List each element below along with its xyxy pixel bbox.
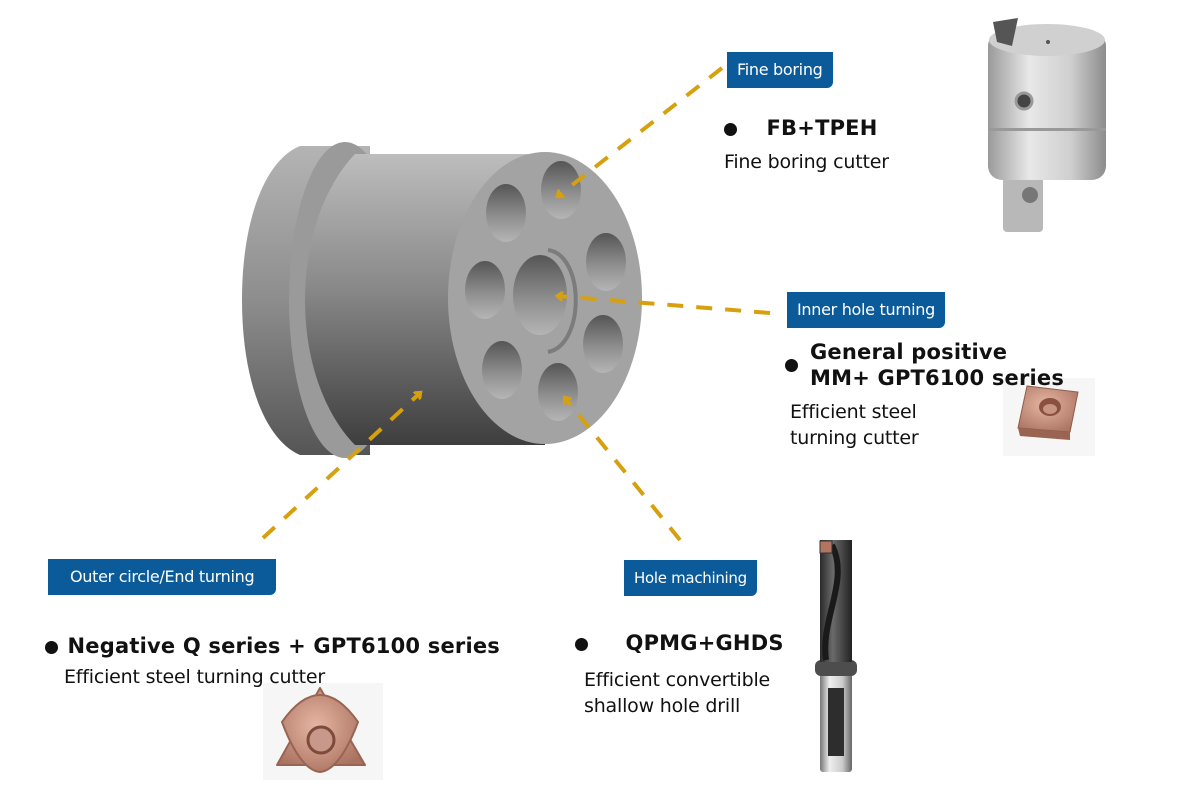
- square-insert-icon: [1003, 378, 1095, 456]
- product-fine-boring: FB+TPEH: [724, 116, 878, 140]
- arrow-outer-circle: [261, 393, 420, 540]
- badge-outer-circle-end-turning: Outer circle/End turning: [48, 559, 277, 595]
- product-name: FB+TPEH: [766, 116, 878, 140]
- description-inner-hole-turning: Efficient steel turning cutter: [790, 399, 919, 451]
- product-name: Negative Q series + GPT6100 series: [67, 634, 500, 658]
- trigon-insert-icon: [263, 683, 383, 780]
- callout-arrows: [261, 66, 771, 542]
- bullet-icon: [785, 359, 798, 372]
- product-hole-machining: QPMG+GHDS: [575, 631, 784, 655]
- hole: [586, 233, 626, 291]
- description-hole-machining: Efficient convertible shallow hole drill: [584, 667, 770, 719]
- hole: [482, 341, 522, 399]
- badge-fine-boring: Fine boring: [727, 52, 833, 88]
- badge-hole-machining: Hole machining: [624, 560, 757, 596]
- description-line: Efficient steel: [790, 401, 917, 423]
- product-line: General positive: [810, 340, 1008, 364]
- hole: [541, 161, 581, 219]
- description-line: Fine boring cutter: [724, 151, 889, 173]
- description-line: Efficient steel turning cutter: [64, 666, 325, 688]
- hole: [486, 184, 526, 242]
- description-line: turning cutter: [790, 427, 919, 449]
- description-line: shallow hole drill: [584, 695, 741, 717]
- hole: [465, 261, 505, 319]
- product-line: MM+ GPT6100 series: [810, 366, 1065, 390]
- hole: [583, 315, 623, 373]
- description-outer-circle-end-turning: Efficient steel turning cutter: [64, 664, 325, 690]
- arrow-inner-hole-turning: [558, 296, 771, 315]
- description-fine-boring: Fine boring cutter: [724, 149, 889, 175]
- description-line: Efficient convertible: [584, 669, 771, 691]
- product-inner-hole-turning: General positive MM+ GPT6100 series: [810, 339, 1064, 391]
- bullet-icon: [724, 122, 737, 136]
- badge-inner-hole-turning: Inner hole turning: [787, 292, 946, 328]
- bullet-icon: [45, 640, 58, 654]
- bullet-icon: [575, 637, 588, 651]
- indexable-drill-icon: [815, 540, 857, 772]
- product-name: QPMG+GHDS: [625, 631, 784, 655]
- arrow-fine-boring: [558, 66, 724, 196]
- machined-part: [242, 142, 642, 458]
- boring-head-icon: [988, 18, 1106, 232]
- product-outer-circle-end-turning: Negative Q series + GPT6100 series: [45, 634, 500, 658]
- arrow-hole-machining: [565, 398, 682, 542]
- hole: [538, 363, 578, 421]
- hole-center-bore: [513, 255, 567, 335]
